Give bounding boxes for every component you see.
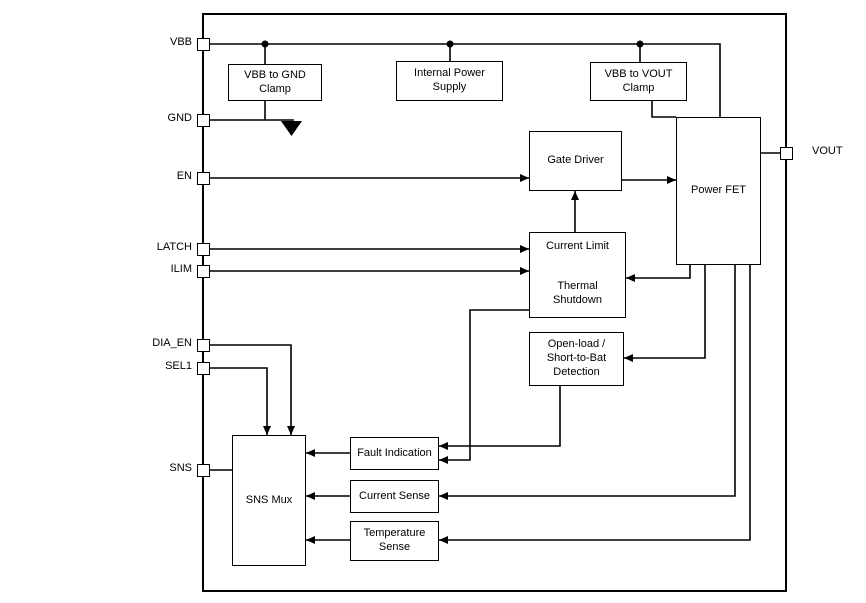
block-vbb-vout-clamp: VBB to VOUT Clamp bbox=[590, 62, 687, 101]
pin-dia-en bbox=[197, 339, 210, 352]
pin-label-vbb: VBB bbox=[169, 36, 192, 48]
sel1-to-sns-mux-line bbox=[209, 367, 271, 435]
block-vbb-gnd-clamp: VBB to GND Clamp bbox=[228, 64, 322, 101]
junction-dots bbox=[261, 40, 644, 48]
block-label: Current Sense bbox=[359, 489, 430, 502]
pin-en bbox=[197, 172, 210, 185]
junction-dot bbox=[446, 40, 454, 48]
vbb-rail bbox=[209, 43, 721, 117]
pin-label-latch: LATCH bbox=[156, 241, 192, 253]
vout-clamp-to-fet-line bbox=[651, 101, 676, 118]
pin-label-dia-en: DIA_EN bbox=[152, 337, 192, 349]
block-temperature-sense: Temperature Sense bbox=[350, 521, 439, 561]
block-label: VBB to GND Clamp bbox=[244, 68, 306, 95]
pin-label-ilim: ILIM bbox=[170, 263, 192, 275]
connection-lines bbox=[209, 43, 780, 544]
block-label-thermal-shutdown: Thermal Shutdown bbox=[553, 279, 602, 306]
pin-label-sns: SNS bbox=[169, 462, 192, 474]
pin-label-en: EN bbox=[176, 170, 192, 182]
block-label: Open-load / Short-to-Bat Detection bbox=[546, 338, 607, 378]
pin-label-sel1: SEL1 bbox=[165, 360, 192, 372]
block-label: SNS Mux bbox=[245, 493, 293, 506]
fet-to-current-limit-line bbox=[626, 265, 691, 282]
block-label: Power FET bbox=[690, 184, 746, 197]
junction-dot bbox=[261, 40, 269, 48]
fet-to-temperature-sense-line bbox=[439, 265, 751, 544]
block-power-fet: Power FET bbox=[676, 117, 761, 265]
pin-vout bbox=[780, 147, 793, 160]
pin-sns bbox=[197, 464, 210, 477]
block-current-limit-thermal-shutdown: Current Limit Thermal Shutdown bbox=[529, 232, 626, 318]
pin-gnd bbox=[197, 114, 210, 127]
pin-label-vout: VOUT bbox=[812, 145, 843, 157]
pin-latch bbox=[197, 243, 210, 256]
block-label-current-limit: Current Limit bbox=[546, 240, 609, 252]
pin-ilim bbox=[197, 265, 210, 278]
block-current-sense: Current Sense bbox=[350, 480, 439, 513]
current-limit-to-fault-line bbox=[439, 309, 529, 464]
dia-en-to-sns-mux-line bbox=[209, 344, 295, 435]
block-open-load-detection: Open-load / Short-to-Bat Detection bbox=[529, 332, 624, 386]
block-label: Internal Power Supply bbox=[414, 67, 485, 93]
junction-dot bbox=[636, 40, 644, 48]
ground-symbol bbox=[281, 121, 302, 136]
block-label: VBB to VOUT Clamp bbox=[604, 67, 673, 94]
block-gate-driver: Gate Driver bbox=[529, 131, 622, 191]
block-internal-power-supply: Internal Power Supply bbox=[396, 61, 503, 101]
block-label: Gate Driver bbox=[547, 154, 604, 167]
pin-label-gnd: GND bbox=[167, 112, 192, 124]
fet-to-current-sense-line bbox=[439, 265, 736, 500]
pin-sel1 bbox=[197, 362, 210, 375]
block-label: Fault Indication bbox=[357, 446, 432, 459]
block-fault-indication: Fault Indication bbox=[350, 437, 439, 470]
open-load-to-fault-line bbox=[439, 386, 561, 450]
ic-outline bbox=[202, 13, 787, 592]
block-label: Temperature Sense bbox=[363, 527, 426, 553]
block-sns-mux: SNS Mux bbox=[232, 435, 306, 566]
fet-to-open-load-line bbox=[624, 265, 706, 362]
pin-vbb bbox=[197, 38, 210, 51]
